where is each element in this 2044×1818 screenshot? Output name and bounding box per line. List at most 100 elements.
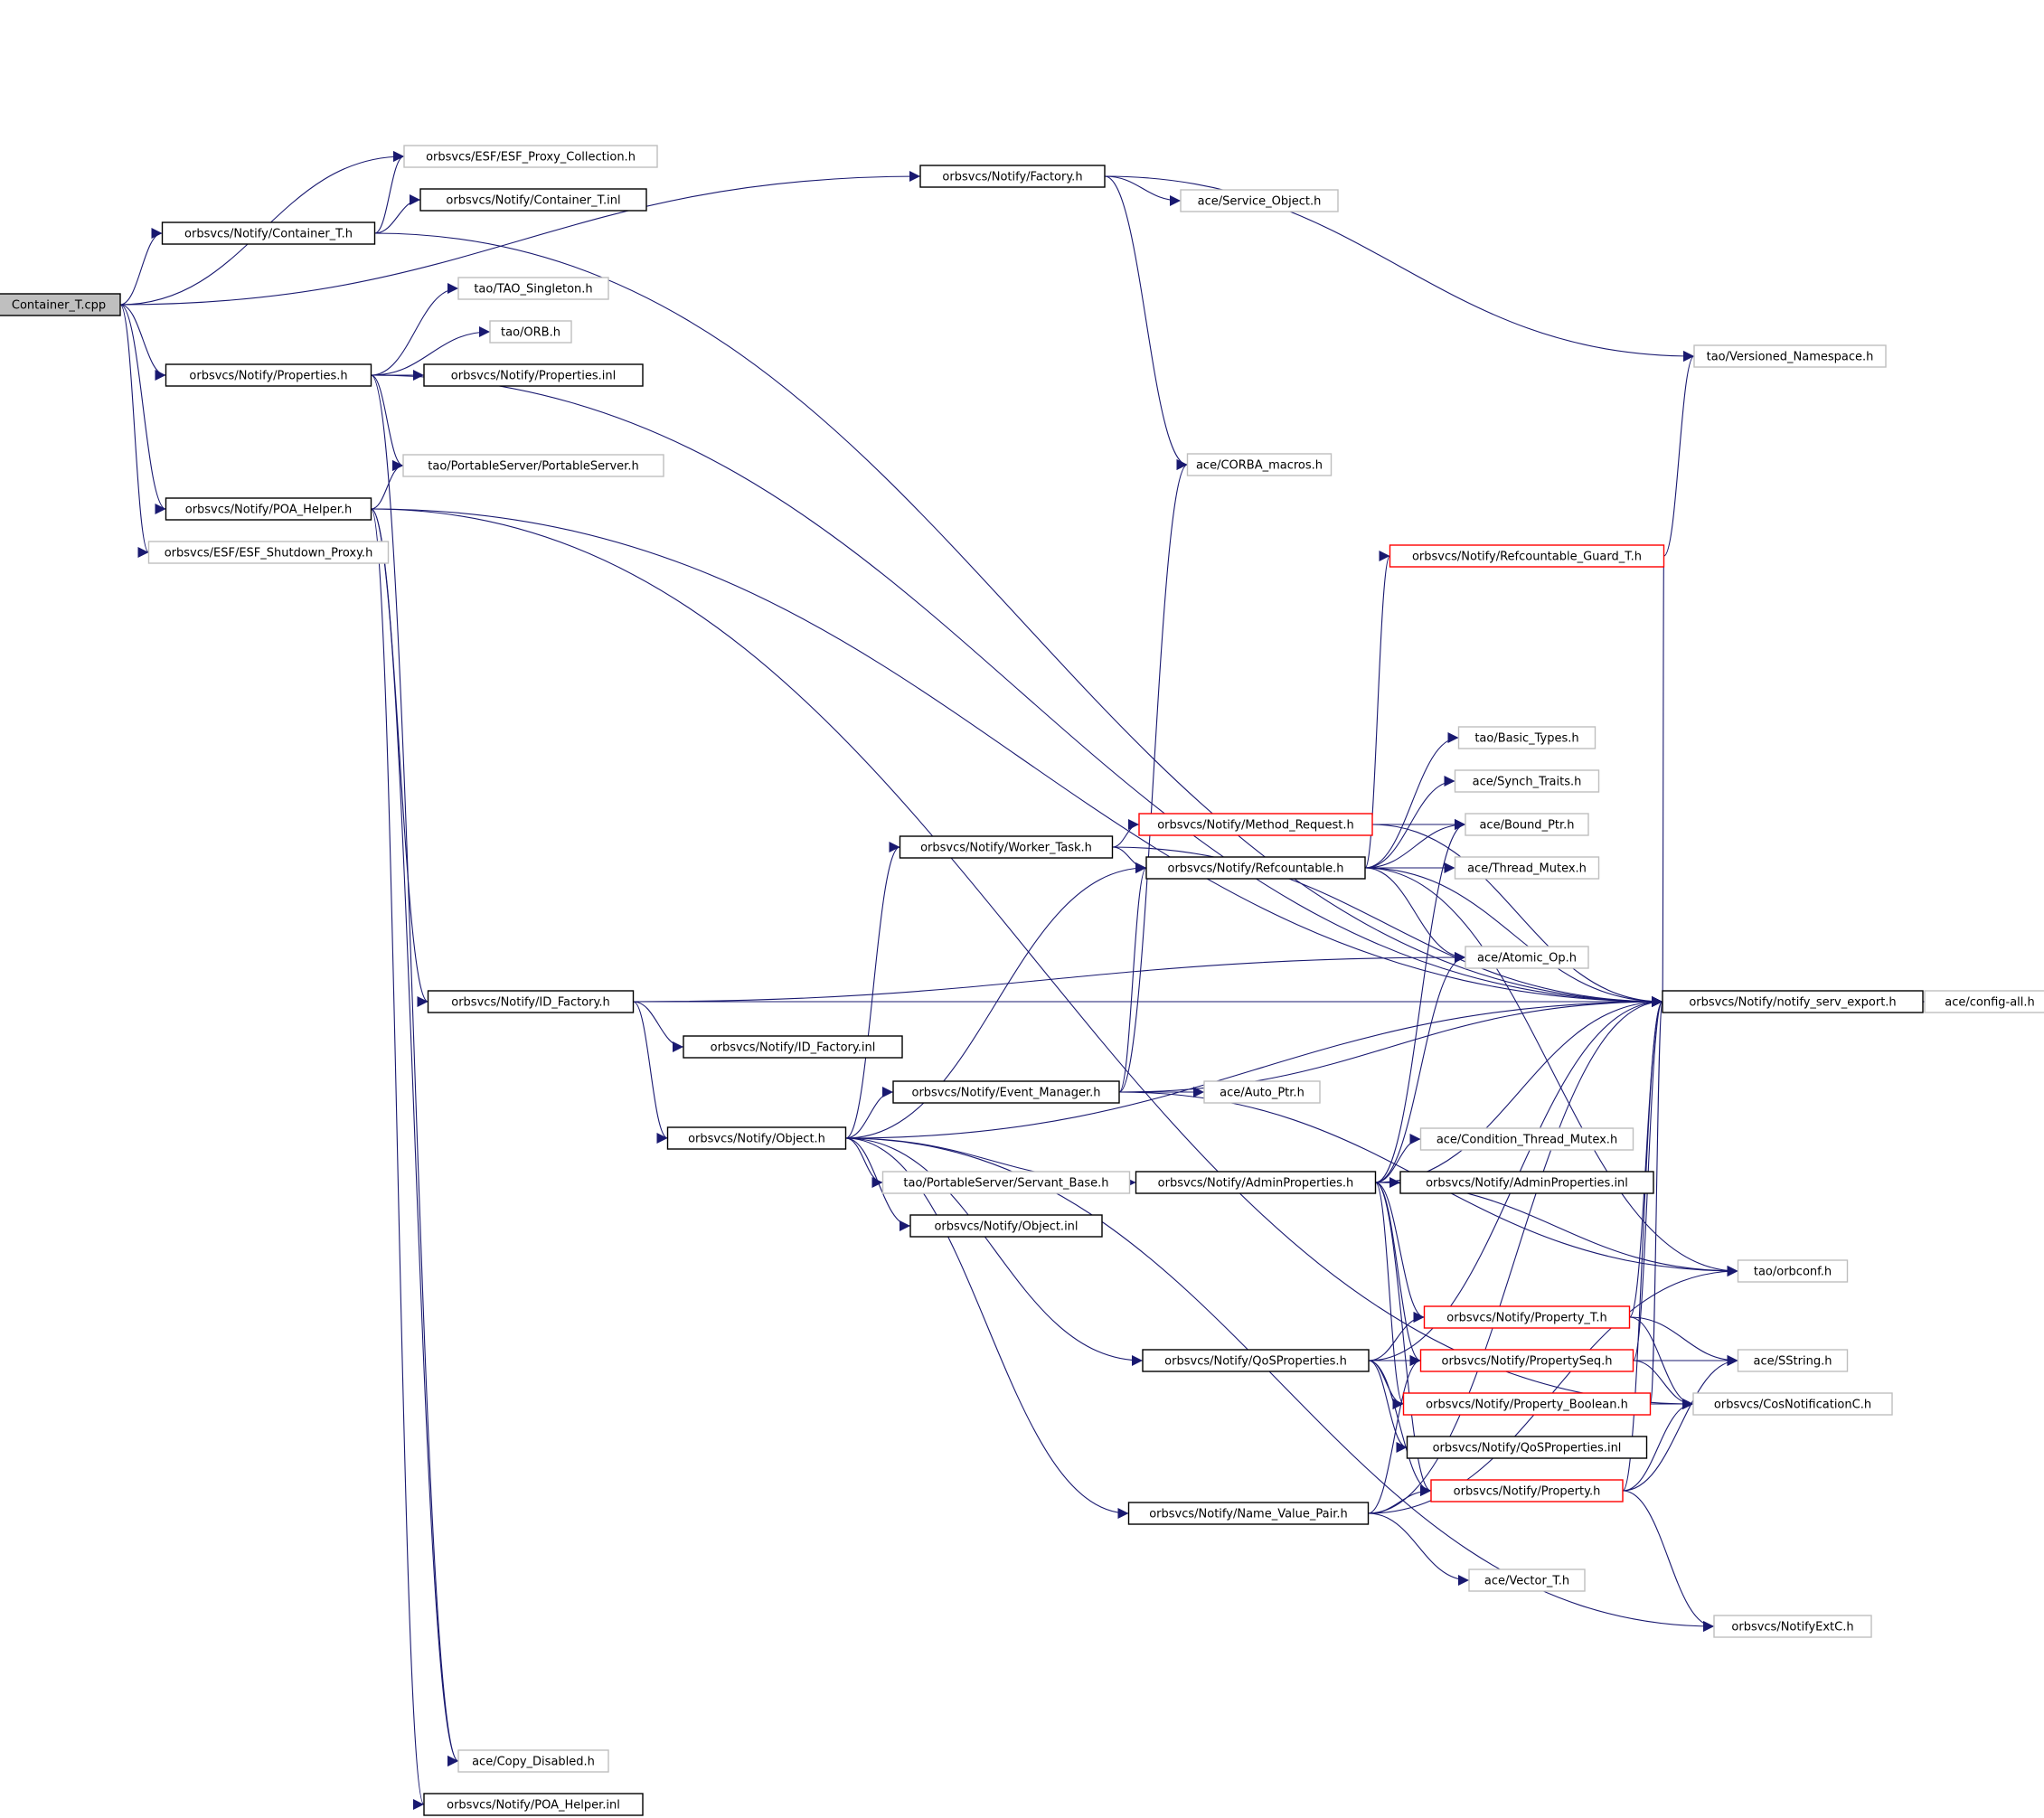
edges-layer	[119, 150, 1925, 1810]
edge-object_h-to-worker_task	[845, 842, 900, 1139]
node-method-request[interactable]: orbsvcs/Notify/Method_Request.h	[1138, 813, 1373, 836]
node-box	[1737, 1259, 1849, 1283]
node-label: orbsvcs/Notify/POA_Helper.h	[185, 504, 353, 517]
edge-refcountable-to-synch_traits	[1364, 775, 1455, 869]
node-portable-server[interactable]: tao/PortableServer/PortableServer.h	[402, 454, 664, 477]
node-property-t[interactable]: orbsvcs/Notify/Property_T.h	[1423, 1305, 1631, 1329]
node-notify-export[interactable]: orbsvcs/Notify/notify_serv_export.h	[1662, 990, 1924, 1013]
edge-id_factory-to-atomic_op	[633, 951, 1466, 1003]
node-worker-task[interactable]: orbsvcs/Notify/Worker_Task.h	[899, 835, 1114, 859]
edge-property_bool-to-notify_export	[1649, 996, 1663, 1405]
node-container-cpp[interactable]: Container_T.cpp	[0, 293, 121, 316]
node-id-factory-inl[interactable]: orbsvcs/Notify/ID_Factory.inl	[683, 1035, 903, 1059]
node-qos-props-inl[interactable]: orbsvcs/Notify/QoSProperties.inl	[1406, 1436, 1648, 1459]
node-label: tao/ORB.h	[501, 326, 560, 340]
node-admin-props[interactable]: orbsvcs/Notify/AdminProperties.h	[1135, 1171, 1377, 1194]
edge-qos_props-to-qos_props_inl	[1368, 1360, 1408, 1453]
edge-admin_props-to-notify_export	[1375, 995, 1663, 1183]
node-poa-helper-inl[interactable]: orbsvcs/Notify/POA_Helper.inl	[423, 1793, 644, 1816]
node-cosnotif[interactable]: orbsvcs/CosNotificationC.h	[1692, 1392, 1893, 1416]
node-box	[1186, 453, 1333, 476]
node-thread-mutex[interactable]: ace/Thread_Mutex.h	[1454, 856, 1600, 880]
node-esf-shutdown[interactable]: orbsvcs/ESF/ESF_Shutdown_Proxy.h	[147, 541, 390, 564]
node-label: ace/Copy_Disabled.h	[472, 1756, 595, 1769]
node-label: orbsvcs/ESF/ESF_Proxy_Collection.h	[426, 151, 636, 165]
node-id-factory[interactable]: orbsvcs/Notify/ID_Factory.h	[427, 990, 635, 1013]
node-label: orbsvcs/Notify/Method_Request.h	[1157, 819, 1354, 833]
node-properties-inl[interactable]: orbsvcs/Notify/Properties.inl	[423, 363, 644, 387]
node-admin-props-inl[interactable]: orbsvcs/Notify/AdminProperties.inl	[1399, 1171, 1654, 1194]
node-name-value-pair[interactable]: orbsvcs/Notify/Name_Value_Pair.h	[1127, 1502, 1370, 1525]
node-object-h[interactable]: orbsvcs/Notify/Object.h	[666, 1126, 847, 1150]
node-esf-proxy-coll[interactable]: orbsvcs/ESF/ESF_Proxy_Collection.h	[403, 145, 658, 168]
node-container-h[interactable]: orbsvcs/Notify/Container_T.h	[161, 221, 376, 245]
edge-object_h-to-servant_base	[845, 1137, 883, 1189]
edge-property_h-to-sstring	[1622, 1354, 1738, 1492]
edge-method_request-to-notify_export	[1371, 824, 1663, 1008]
node-label: ace/Service_Object.h	[1198, 195, 1322, 209]
node-box	[1692, 1392, 1893, 1416]
node-box	[423, 1793, 644, 1816]
node-label: orbsvcs/Notify/PropertySeq.h	[1441, 1355, 1612, 1369]
node-atomic-op[interactable]: ace/Atomic_Op.h	[1465, 946, 1589, 969]
node-notify-extc[interactable]: orbsvcs/NotifyExtC.h	[1713, 1615, 1872, 1638]
node-label: orbsvcs/Notify/AdminProperties.inl	[1426, 1177, 1628, 1191]
node-properties-h[interactable]: orbsvcs/Notify/Properties.h	[165, 363, 372, 387]
node-corba-macros[interactable]: ace/CORBA_macros.h	[1186, 453, 1333, 476]
node-sstring[interactable]: ace/SString.h	[1737, 1349, 1849, 1372]
node-label: tao/orbconf.h	[1754, 1266, 1832, 1279]
edge-worker_task-to-refcountable	[1112, 846, 1147, 874]
node-tao-singleton[interactable]: tao/TAO_Singleton.h	[457, 277, 609, 300]
node-box	[919, 165, 1106, 188]
edge-poa_helper-to-notify_export	[371, 508, 1663, 1008]
node-synch-traits[interactable]: ace/Synch_Traits.h	[1454, 769, 1600, 793]
edge-admin_props-to-property_bool	[1374, 1182, 1405, 1409]
node-servant-base[interactable]: tao/PortableServer/Servant_Base.h	[881, 1171, 1131, 1194]
node-vector-t[interactable]: ace/Vector_T.h	[1468, 1568, 1586, 1592]
node-box	[165, 497, 372, 521]
node-box	[1203, 1080, 1321, 1104]
edge-factory_h-to-service_object	[1104, 175, 1182, 207]
node-factory-h[interactable]: orbsvcs/Notify/Factory.h	[919, 165, 1106, 188]
node-property-seq[interactable]: orbsvcs/Notify/PropertySeq.h	[1419, 1349, 1634, 1372]
node-event-manager[interactable]: orbsvcs/Notify/Event_Manager.h	[892, 1080, 1120, 1104]
node-box	[1423, 1305, 1631, 1329]
node-auto-ptr[interactable]: ace/Auto_Ptr.h	[1203, 1080, 1321, 1104]
node-copy-disabled[interactable]: ace/Copy_Disabled.h	[457, 1749, 609, 1773]
node-object-inl[interactable]: orbsvcs/Notify/Object.inl	[909, 1214, 1103, 1238]
node-label: Container_T.cpp	[12, 299, 106, 313]
node-cond-mutex[interactable]: ace/Condition_Thread_Mutex.h	[1419, 1127, 1634, 1151]
node-basic-types[interactable]: tao/Basic_Types.h	[1457, 726, 1597, 749]
edge-refcountable_guard-to-versioned_ns	[1663, 351, 1695, 557]
edge-refcountable-to-orbconf	[1364, 867, 1738, 1277]
node-refcountable[interactable]: orbsvcs/Notify/Refcountable.h	[1145, 856, 1366, 880]
node-label: orbsvcs/Notify/Refcountable_Guard_T.h	[1412, 551, 1642, 564]
node-label: ace/Vector_T.h	[1484, 1575, 1569, 1588]
node-box	[1406, 1436, 1648, 1459]
node-qos-props[interactable]: orbsvcs/Notify/QoSProperties.h	[1142, 1349, 1370, 1372]
node-container-inl[interactable]: orbsvcs/Notify/Container_T.inl	[419, 188, 647, 212]
node-box	[1180, 189, 1339, 212]
node-box	[165, 363, 372, 387]
node-bound-ptr[interactable]: ace/Bound_Ptr.h	[1465, 813, 1589, 836]
node-refcountable-guard[interactable]: orbsvcs/Notify/Refcountable_Guard_T.h	[1389, 544, 1665, 568]
node-config-all[interactable]: ace/config-all.h	[1924, 990, 2044, 1013]
node-service-object[interactable]: ace/Service_Object.h	[1180, 189, 1339, 212]
edge-object_h-to-name_value_pair	[845, 1137, 1129, 1520]
node-label: tao/TAO_Singleton.h	[474, 283, 592, 297]
node-versioned-ns[interactable]: tao/Versioned_Namespace.h	[1693, 344, 1887, 368]
node-box	[1924, 990, 2044, 1013]
node-label: orbsvcs/Notify/Property.h	[1454, 1485, 1601, 1499]
node-poa-helper[interactable]: orbsvcs/Notify/POA_Helper.h	[165, 497, 372, 521]
node-box	[1399, 1171, 1654, 1194]
edge-container_cpp-to-factory_h	[119, 170, 921, 306]
edge-refcountable-to-refcountable_guard	[1364, 551, 1391, 869]
node-tao-orb[interactable]: tao/ORB.h	[489, 320, 572, 344]
node-label: orbsvcs/Notify/Property_Boolean.h	[1426, 1399, 1628, 1412]
edge-properties_h-to-tao_orb	[371, 325, 491, 376]
node-box	[1737, 1349, 1849, 1372]
node-property-h[interactable]: orbsvcs/Notify/Property.h	[1430, 1479, 1624, 1502]
node-orbconf[interactable]: tao/orbconf.h	[1737, 1259, 1849, 1283]
edge-object_h-to-object_inl	[845, 1137, 911, 1232]
node-property-bool[interactable]: orbsvcs/Notify/Property_Boolean.h	[1402, 1392, 1652, 1416]
